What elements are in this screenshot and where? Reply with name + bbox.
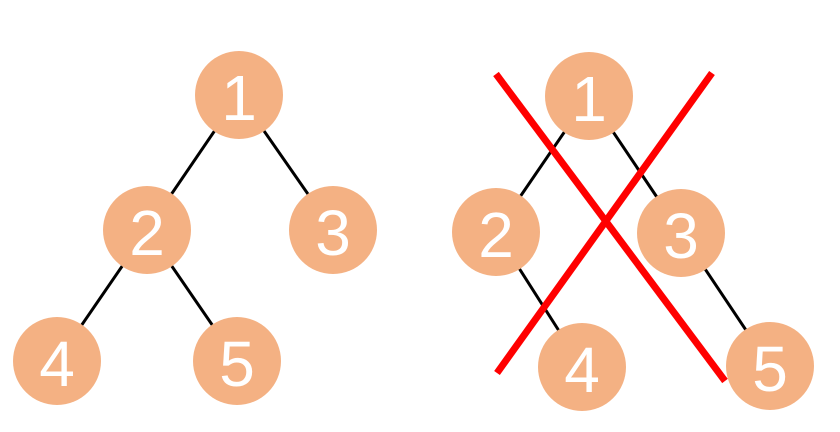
tree-left-valid-node-2: 2 <box>103 186 191 274</box>
node-label: 4 <box>39 328 75 400</box>
node-label: 5 <box>219 328 255 400</box>
tree-right-crossed-out-node-2: 2 <box>452 188 540 276</box>
node-label: 4 <box>564 334 600 406</box>
node-label: 2 <box>129 197 165 269</box>
node-label: 1 <box>221 62 257 134</box>
tree-left-valid-node-4: 4 <box>13 317 101 405</box>
node-label: 3 <box>663 200 699 272</box>
tree-left-valid-node-3: 3 <box>289 186 377 274</box>
node-label: 5 <box>752 333 788 405</box>
tree-right-crossed-out-node-4: 4 <box>538 323 626 411</box>
tree-left-valid-node-5: 5 <box>193 317 281 405</box>
node-label: 1 <box>571 63 607 135</box>
tree-left-valid-node-1: 1 <box>195 51 283 139</box>
tree-right-crossed-out-node-5: 5 <box>726 322 814 410</box>
node-label: 2 <box>478 199 514 271</box>
node-label: 3 <box>315 197 351 269</box>
tree-right-crossed-out-node-1: 1 <box>545 52 633 140</box>
tree-right-crossed-out-node-3: 3 <box>637 189 725 277</box>
